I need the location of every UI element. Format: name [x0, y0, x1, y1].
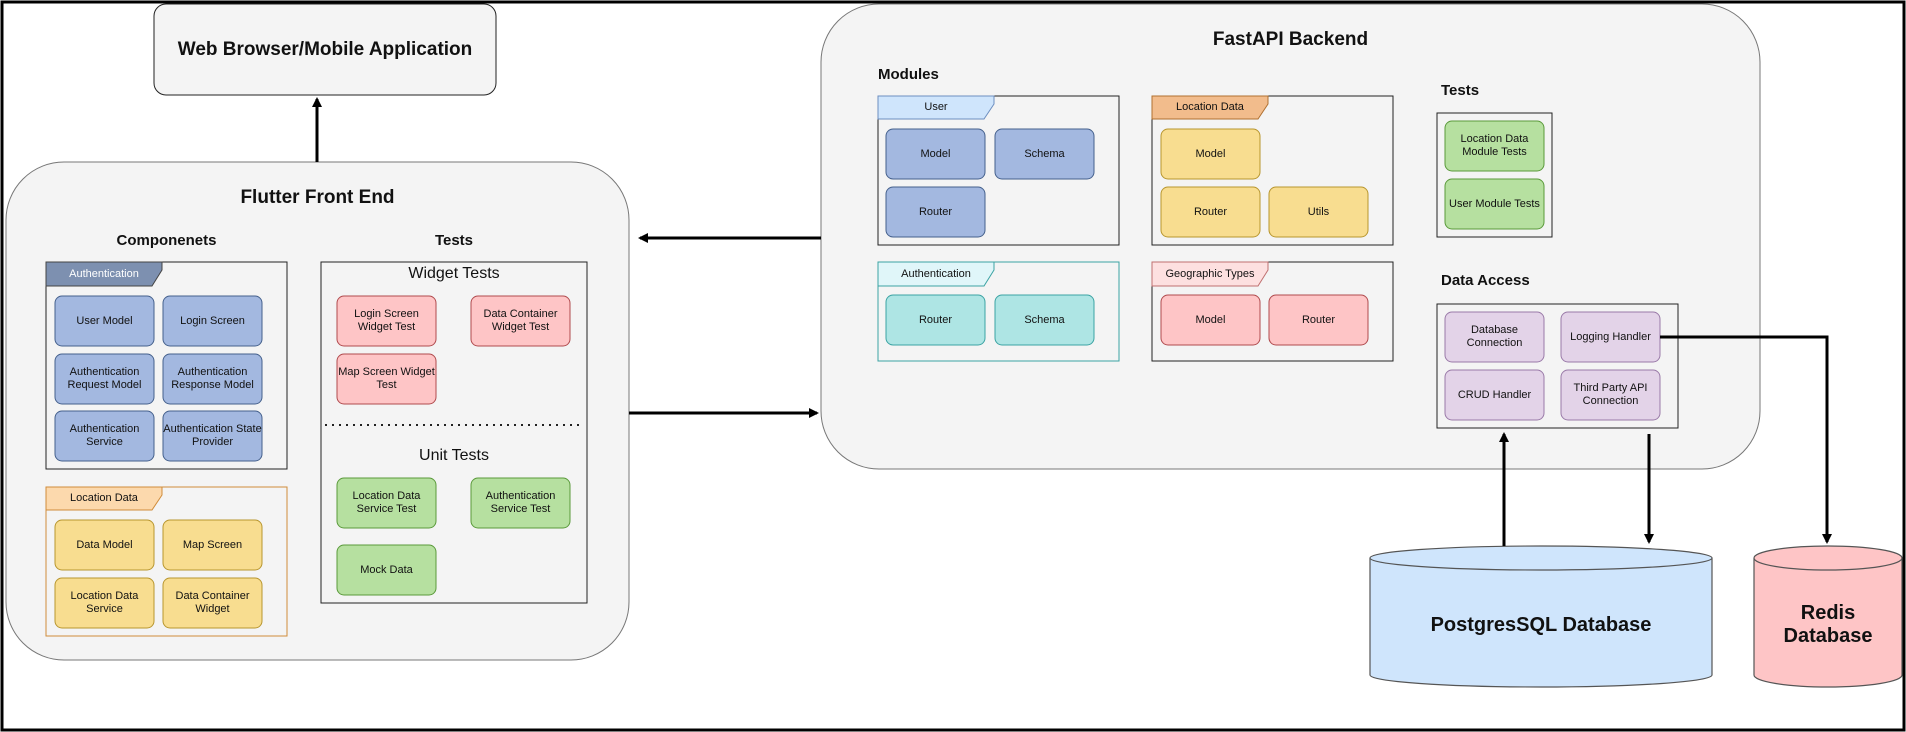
geo-module-tab	[1151, 261, 1269, 287]
location-router-label: Router	[1193, 205, 1228, 218]
location-group-tab-label: Location Data	[70, 492, 138, 505]
login-screen-label: Login Screen	[180, 314, 245, 327]
modules-heading: Modules	[878, 66, 939, 84]
auth-module-tab	[877, 261, 995, 287]
geo-module-tab-label: Geographic Types	[1165, 267, 1255, 280]
location-model-label: Model	[1195, 147, 1226, 160]
login-screen-box	[162, 295, 263, 347]
frontend-tests-heading: Tests	[434, 232, 474, 250]
auth-group-tab-label: Authentication	[69, 267, 139, 280]
data-container-widget-label: Data Container Widget	[175, 590, 250, 615]
auth-router-label: Router	[918, 313, 953, 326]
user-router-label: Router	[918, 205, 953, 218]
auth-module-tab-label: Authentication	[901, 267, 971, 280]
map-screen-label: Map Screen	[182, 538, 243, 551]
login-widget-test-box	[336, 295, 437, 347]
auth-state-provider-label: Authentication State Provider	[163, 423, 262, 448]
auth-schema-box	[994, 294, 1095, 346]
backend-boxes	[885, 120, 1661, 421]
third-party-api-box	[1560, 369, 1661, 421]
user-module-tab	[877, 95, 995, 120]
geo-model-box	[1160, 294, 1261, 346]
frontend-component-boxes	[54, 295, 571, 629]
database-connection-label: Database Connection	[1466, 324, 1523, 349]
user-model-module-label: Model	[920, 147, 951, 160]
auth-router-box	[885, 294, 986, 346]
client-box	[153, 3, 497, 96]
database-connection-box	[1444, 311, 1545, 363]
postgres-database-cylinder	[1369, 545, 1713, 688]
postgres-database-label: PostgresSQL Database	[1430, 613, 1652, 636]
user-model-box	[54, 295, 155, 347]
auth-service-test-label: Authentication Service Test	[485, 490, 556, 515]
map-screen-widget-test-label: Map Screen Widget Test	[338, 366, 435, 391]
location-data-service-box	[54, 577, 155, 629]
map-screen-box	[162, 519, 263, 571]
geo-router-label: Router	[1301, 313, 1336, 326]
data-access-heading: Data Access	[1441, 272, 1530, 290]
location-data-service-label: Location Data Service	[70, 590, 139, 615]
user-module-tests-box	[1444, 178, 1545, 230]
frontend-title: Flutter Front End	[240, 187, 395, 209]
location-module-tab	[1151, 95, 1269, 120]
location-service-test-box	[336, 477, 437, 529]
location-module-tests-box	[1444, 120, 1545, 172]
auth-request-model-label: Authentication Request Model	[67, 366, 142, 391]
location-router-box	[1160, 186, 1261, 238]
user-router-box	[885, 186, 986, 238]
crud-handler-box	[1444, 369, 1545, 421]
user-schema-label: Schema	[1024, 147, 1065, 160]
user-model-label: User Model	[76, 314, 133, 327]
data-model-box	[54, 519, 155, 571]
third-party-api-label: Third Party API Connection	[1573, 382, 1648, 407]
auth-group-tab	[45, 261, 163, 287]
auth-request-model-box	[54, 353, 155, 405]
map-screen-widget-test-box	[336, 353, 437, 405]
data-container-widget-test-box	[470, 295, 571, 347]
client-title: Web Browser/Mobile Application	[177, 38, 473, 60]
auth-state-provider-box	[162, 410, 263, 462]
auth-response-model-box	[162, 353, 263, 405]
crud-handler-label: CRUD Handler	[1457, 388, 1532, 401]
auth-service-test-box	[470, 477, 571, 529]
mock-data-box	[336, 544, 437, 596]
user-model-module-box	[885, 128, 986, 180]
location-utils-box	[1268, 186, 1369, 238]
location-module-tab-label: Location Data	[1176, 101, 1244, 114]
geo-model-label: Model	[1195, 313, 1226, 326]
redis-database-cylinder	[1753, 545, 1903, 688]
auth-schema-label: Schema	[1024, 313, 1065, 326]
location-group-tab	[45, 486, 163, 511]
widget-tests-label: Widget Tests	[408, 264, 500, 282]
connector-arrows	[312, 97, 1832, 546]
geo-router-box	[1268, 294, 1369, 346]
location-service-test-label: Location Data Service Test	[352, 490, 421, 515]
redis-database-label: Redis Database	[1783, 602, 1873, 647]
unit-tests-label: Unit Tests	[419, 446, 489, 464]
login-widget-test-label: Login Screen Widget Test	[354, 308, 419, 333]
backend-tests-heading: Tests	[1441, 82, 1480, 100]
logging-handler-label: Logging Handler	[1570, 330, 1651, 343]
data-model-label: Data Model	[76, 538, 133, 551]
auth-service-box	[54, 410, 155, 462]
mock-data-label: Mock Data	[360, 563, 413, 576]
arrow-logging-to-redis	[1660, 335, 1832, 544]
components-heading: Componenets	[116, 232, 217, 250]
location-model-box	[1160, 128, 1261, 180]
auth-response-model-label: Authentication Response Model	[171, 366, 254, 391]
data-container-widget-box	[162, 577, 263, 629]
data-container-widget-test-label: Data Container Widget Test	[483, 308, 558, 333]
user-schema-box	[994, 128, 1095, 180]
location-utils-label: Utils	[1307, 205, 1330, 218]
user-module-tests-label: User Module Tests	[1449, 197, 1540, 210]
auth-service-label: Authentication Service	[69, 423, 140, 448]
user-module-tab-label: User	[924, 101, 948, 114]
backend-title: FastAPI Backend	[1212, 29, 1369, 51]
location-module-tests-label: Location Data Module Tests	[1460, 133, 1529, 158]
